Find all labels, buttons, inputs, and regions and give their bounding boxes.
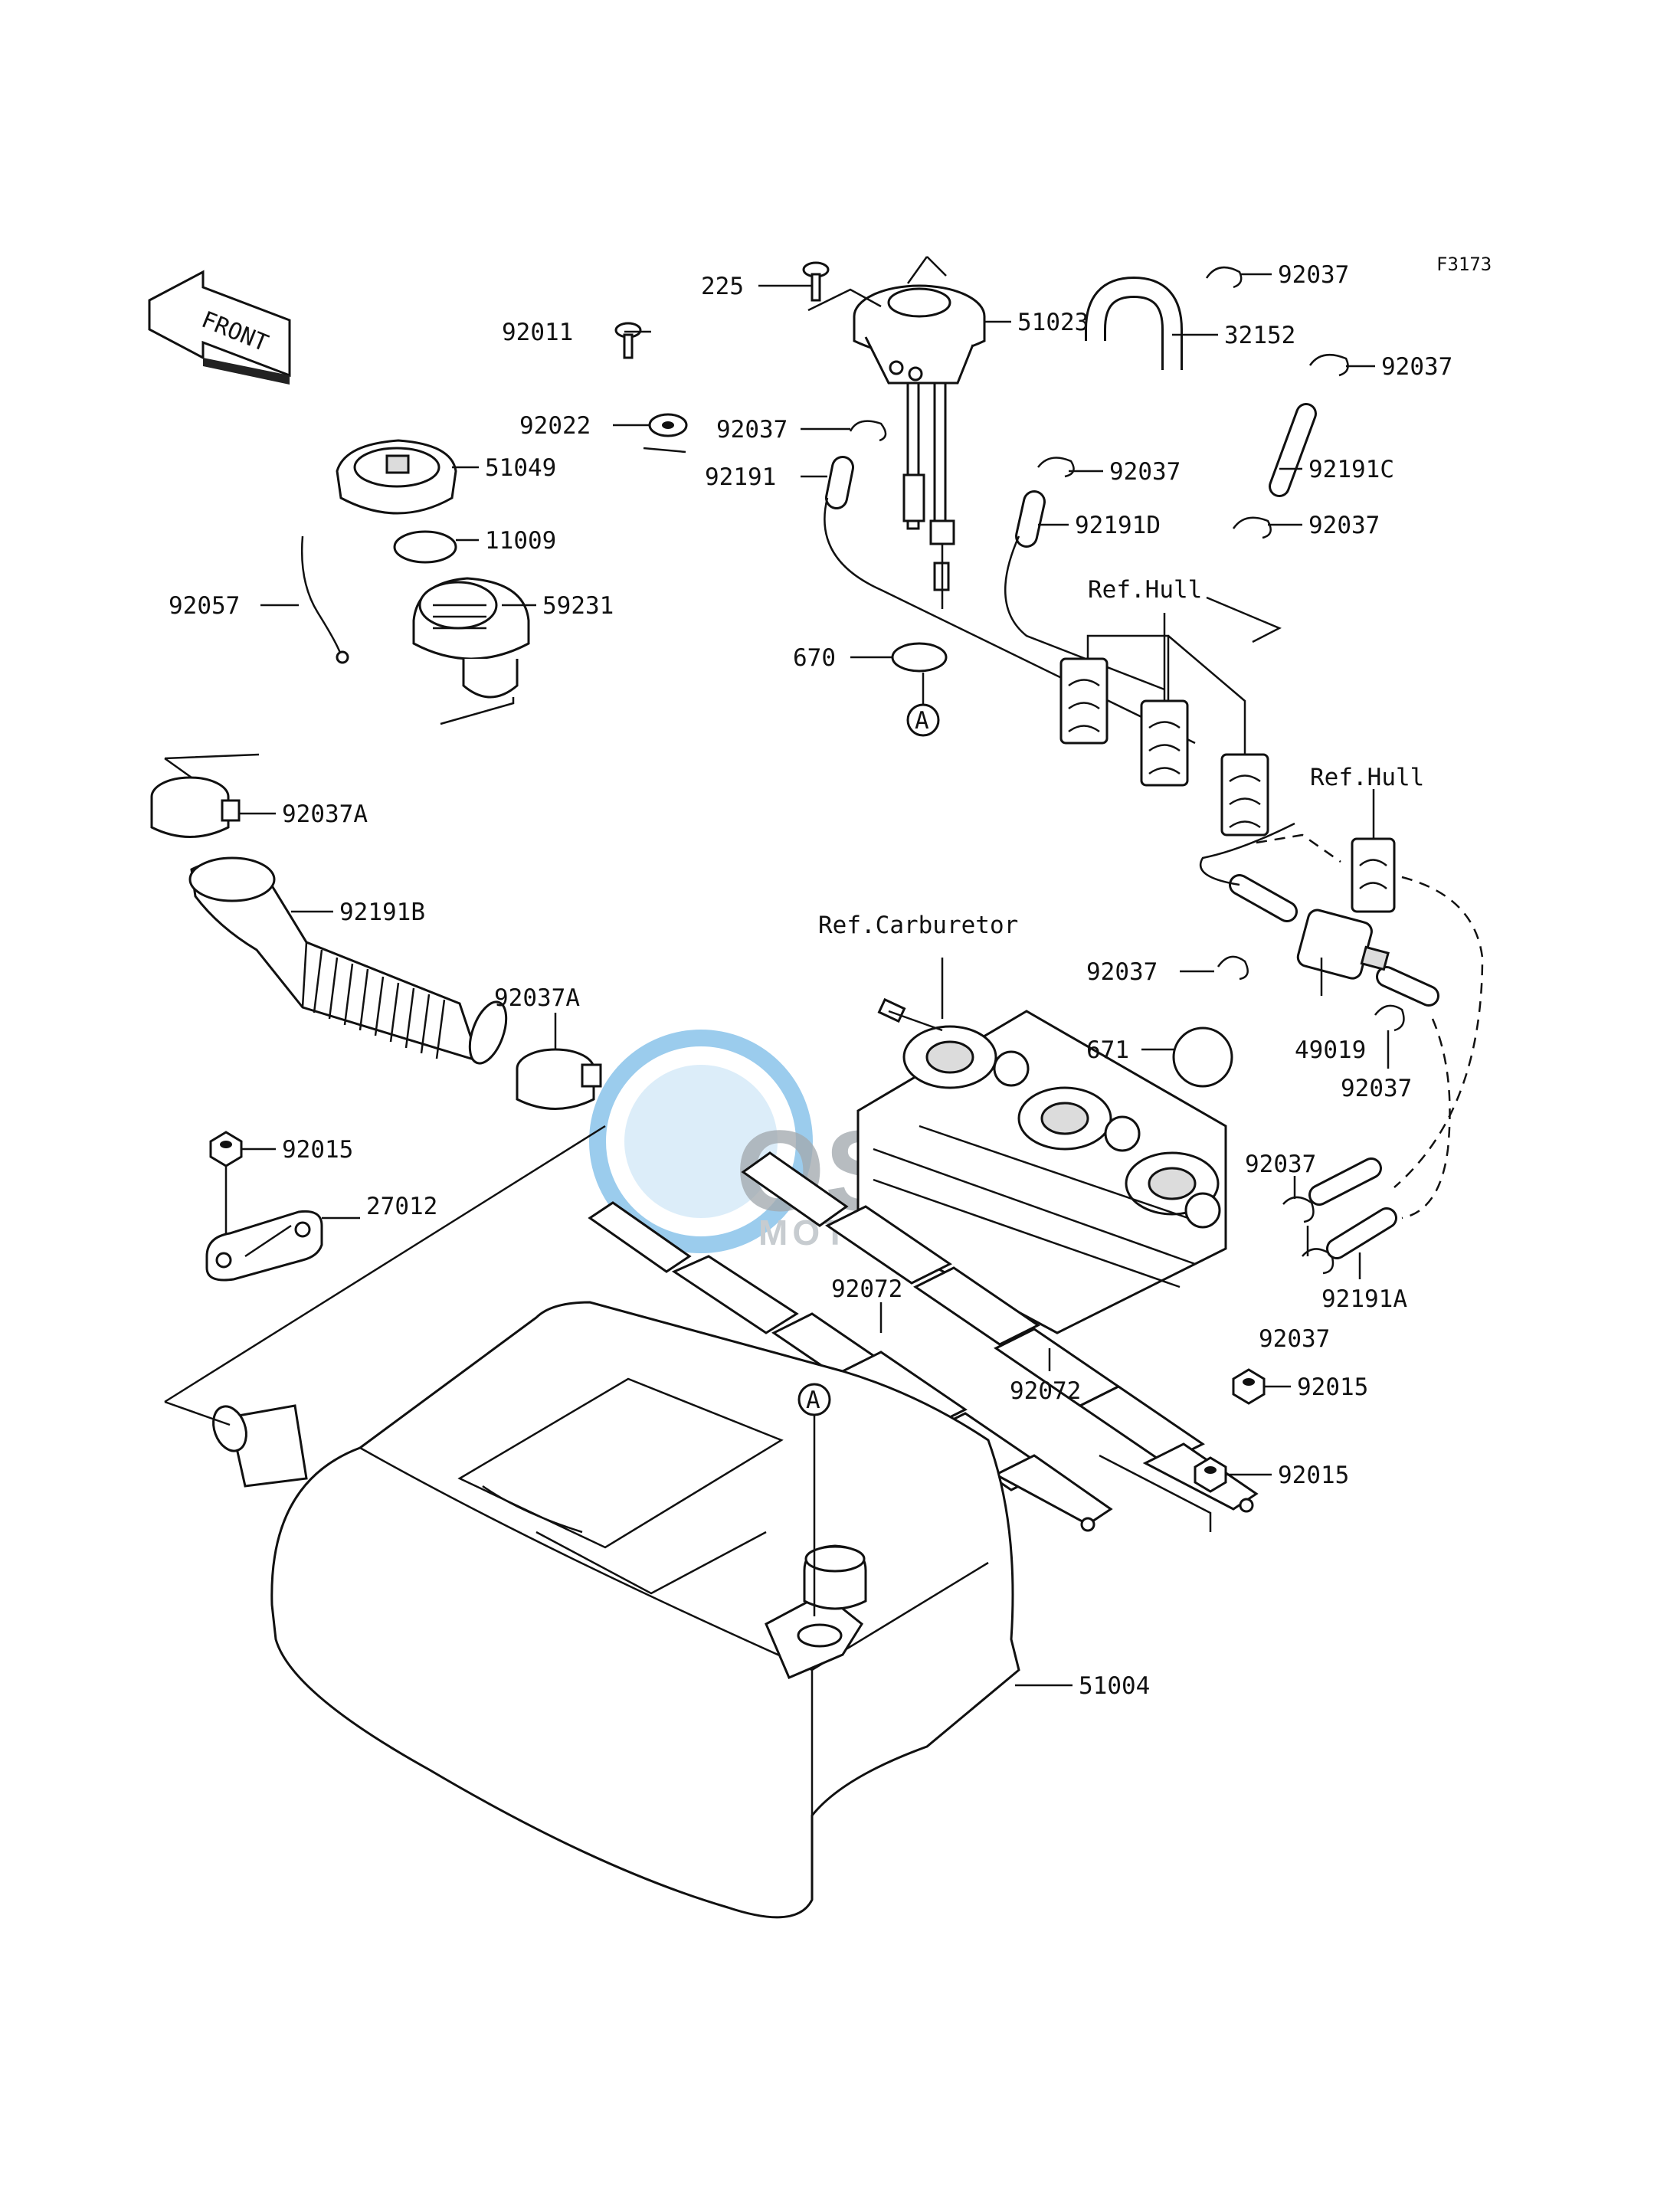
label-92037-r1: 92037 <box>1381 353 1452 381</box>
label-92191D: 92191D <box>1075 512 1161 539</box>
label-ref-hull-1: Ref.Hull <box>1088 576 1202 604</box>
tank-filler-stub <box>212 1404 308 1488</box>
fuel-line-mid <box>1004 535 1165 691</box>
label-92037-c: 92037 <box>1086 958 1158 986</box>
label-670: 670 <box>793 644 836 672</box>
leader-lines <box>239 273 1390 1687</box>
label-92191A: 92191A <box>1321 1285 1407 1313</box>
label-92015-1: 92015 <box>282 1136 353 1164</box>
label-92037A-2: 92037A <box>494 984 580 1012</box>
label-92011: 92011 <box>502 319 573 346</box>
label-27012: 27012 <box>366 1193 437 1220</box>
fuel-filter-49019 <box>1296 909 1390 980</box>
label-92037-m: 92037 <box>1109 458 1181 486</box>
filler-hose-92191B <box>188 856 508 1065</box>
filler-cap-51049 <box>336 439 457 515</box>
label-51049: 51049 <box>485 454 556 482</box>
label-ref-hull-2: Ref.Hull <box>1310 764 1424 791</box>
label-92072-2: 92072 <box>1010 1377 1081 1405</box>
fuel-line-dashed <box>1256 833 1341 863</box>
filler-neck-59231 <box>412 577 530 699</box>
bolt-225 <box>801 261 882 312</box>
label-51023: 51023 <box>1017 309 1089 336</box>
nut-92015-2 <box>1232 1368 1266 1405</box>
label-92037-l: 92037 <box>716 416 788 444</box>
callout-a-top <box>906 703 940 737</box>
label-51004: 51004 <box>1079 1672 1150 1700</box>
label-671: 671 <box>1086 1036 1129 1064</box>
label-11009: 11009 <box>485 527 556 555</box>
part-labels: 225 51023 92037 32152 92037 92011 92022 … <box>169 261 1452 1700</box>
label-59231: 59231 <box>542 592 614 620</box>
carburetor-assembly <box>856 997 1227 1334</box>
label-92037-b1: 92037 <box>1245 1151 1316 1178</box>
fuel-tank-51004 <box>270 1301 1020 1919</box>
label-32152: 32152 <box>1224 322 1295 349</box>
screw-92011 <box>614 322 642 359</box>
hose-segments <box>825 403 1439 1259</box>
tether-92057 <box>300 535 342 656</box>
label-92022: 92022 <box>519 412 591 440</box>
hull-clip-blocks <box>1059 634 1396 913</box>
label-92191: 92191 <box>705 463 776 491</box>
label-92037-b2: 92037 <box>1259 1325 1330 1353</box>
o-ring-671 <box>1172 1026 1233 1088</box>
label-49019: 49019 <box>1295 1036 1366 1064</box>
label-92015-2: 92015 <box>1297 1374 1368 1401</box>
label-92191C: 92191C <box>1308 456 1394 483</box>
label-92037-r2: 92037 <box>1308 512 1380 539</box>
label-92037A-1: 92037A <box>282 801 368 828</box>
label-92072-1: 92072 <box>831 1275 902 1303</box>
front-arrow-icon: FRONT <box>148 270 291 385</box>
label-92037-rr: 92037 <box>1341 1075 1412 1102</box>
watermark-globe-icon <box>589 1030 813 1253</box>
hose-clamp-92037A-2 <box>516 1048 602 1110</box>
bracket-27012 <box>205 1210 323 1282</box>
fuel-pickup-51023 <box>853 256 986 609</box>
callout-a-tank-label: A <box>806 1387 820 1414</box>
callout-a-top-label: A <box>915 707 929 735</box>
gasket-11009 <box>393 530 457 564</box>
label-92057: 92057 <box>169 592 240 620</box>
nut-92015-1 <box>209 1131 243 1167</box>
label-92191B: 92191B <box>339 899 425 926</box>
figure-code: F3173 <box>1436 254 1492 275</box>
label-ref-carburetor: Ref.Carburetor <box>818 912 1018 939</box>
label-92015-3: 92015 <box>1278 1462 1349 1489</box>
label-225: 225 <box>701 273 744 300</box>
o-ring-670 <box>891 642 948 673</box>
fuel-line-left <box>824 497 1196 745</box>
label-92037-top: 92037 <box>1278 261 1349 289</box>
hose-clamp-92037A-1 <box>150 776 241 838</box>
nut-92015-3 <box>1194 1456 1227 1493</box>
